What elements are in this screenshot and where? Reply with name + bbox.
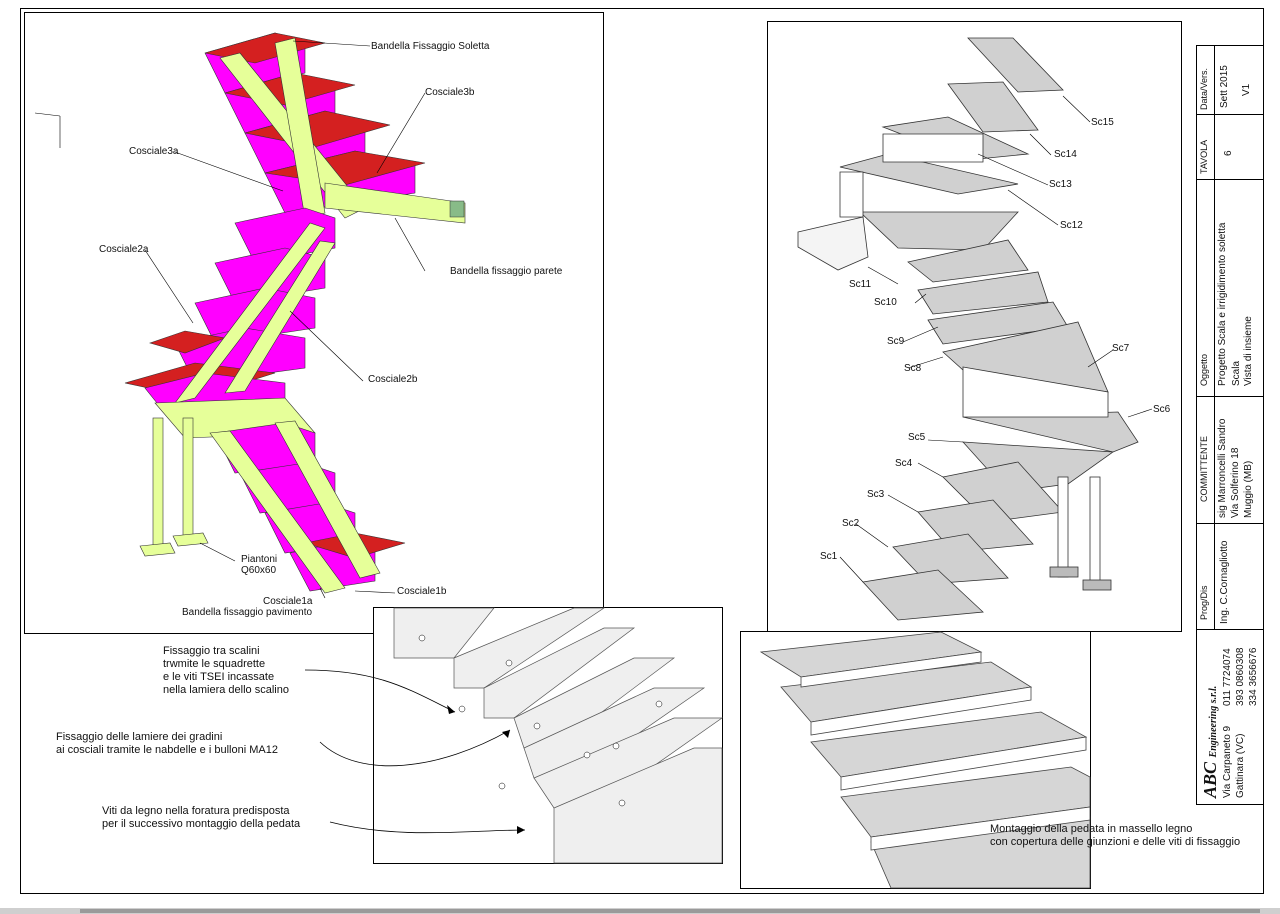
tb-oggetto-line3: Vista di insieme xyxy=(1243,316,1254,386)
tb-phone-1: 011 7724074 xyxy=(1222,648,1233,706)
step-label-sc6: Sc6 xyxy=(1153,404,1171,415)
step-label-sc3: Sc3 xyxy=(867,489,885,500)
left-structure-panel: Bandella Fissaggio Soletta Cosciale3b Co… xyxy=(24,12,604,634)
step-label-sc13: Sc13 xyxy=(1049,179,1072,190)
tb-company-abc: ABC xyxy=(1200,761,1220,798)
label-cosciale3a: Cosciale3a xyxy=(129,146,179,157)
step-label-sc2: Sc2 xyxy=(842,518,860,529)
step-label-sc15: Sc15 xyxy=(1091,117,1114,128)
label-cosciale3b: Cosciale3b xyxy=(425,87,475,98)
bandella-parete-beam xyxy=(324,182,466,224)
post-left xyxy=(1057,476,1069,578)
tb-data-vers-header: Data/Vers. xyxy=(1199,67,1209,110)
tb-version: V1 xyxy=(1241,83,1252,96)
step-label-sc14: Sc14 xyxy=(1054,149,1077,160)
step-label-sc4: Sc4 xyxy=(895,458,913,469)
note-fissaggio-lamiere-line1: Fissaggio delle lamiere dei gradini xyxy=(56,731,223,743)
step-fixing-drawing xyxy=(393,607,724,864)
note-fissaggio-lamiere: Fissaggio delle lamiere dei gradini ai c… xyxy=(56,731,278,757)
label-cosciale1b: Cosciale1b xyxy=(397,586,447,597)
tb-phone-2: 393 0860308 xyxy=(1235,647,1246,706)
note-fissaggio-scalini: Fissaggio tra scalini trwmite le squadre… xyxy=(163,645,289,697)
label-piantoni: Piantoni xyxy=(241,554,278,565)
label-bandella-parete: Bandella fissaggio parete xyxy=(450,266,563,277)
tb-prog: Ing. C.Cornagliotto xyxy=(1219,540,1230,624)
tb-tavola: 6 xyxy=(1223,150,1234,156)
staircase-render xyxy=(797,37,1153,621)
tb-tavola-header: TAVOLA xyxy=(1199,139,1209,174)
tb-address-line2: Gattinara (VC) xyxy=(1235,733,1246,798)
post-right xyxy=(1089,476,1101,588)
label-cosciale2a: Cosciale2a xyxy=(99,244,149,255)
piantone-1 xyxy=(152,417,164,549)
note-fissaggio-scalini-line2: trwmite le squadrette xyxy=(163,658,266,670)
note-fissaggio-lamiere-line2: ai cosciali tramite le nabdelle e i bull… xyxy=(56,744,278,756)
right-staircase-panel: Sc15 Sc14 Sc13 Sc12 Sc11 Sc10 Sc9 Sc8 Sc… xyxy=(767,21,1182,632)
detail-step-fixing-panel xyxy=(373,607,724,864)
pedata-drawing xyxy=(759,631,1091,889)
tb-committente-line2: Via Solferino 18 xyxy=(1230,447,1241,518)
step-label-sc8: Sc8 xyxy=(904,363,922,374)
detail-pedata-panel xyxy=(740,631,1091,889)
cosciale1a-shape xyxy=(209,430,346,594)
tb-oggetto-line2: Scala xyxy=(1231,360,1242,386)
note-fissaggio-scalini-line4: nella lamiera dello scalino xyxy=(163,684,289,696)
step-label-sc1: Sc1 xyxy=(820,551,838,562)
title-block: Data/Vers. Sett 2015 V1 TAVOLA 6 Oggetto… xyxy=(1196,45,1264,805)
step-label-sc11: Sc11 xyxy=(849,279,872,290)
note-fissaggio-scalini-line1: Fissaggio tra scalini xyxy=(163,645,260,657)
bottom-scroll-thumb[interactable] xyxy=(80,909,1260,913)
note-viti-legno-line2: per il successivo montaggio della pedata xyxy=(102,818,301,830)
label-piantoni-size: Q60x60 xyxy=(241,565,277,576)
note-fissaggio-scalini-line3: e le viti TSEI incassate xyxy=(163,671,275,683)
step-label-sc9: Sc9 xyxy=(887,336,905,347)
tb-company-suffix: Engineering s.r.l. xyxy=(1208,685,1219,758)
tb-oggetto-header: Oggetto xyxy=(1199,353,1209,386)
note-montaggio-pedata-line2: con copertura delle giunzioni e delle vi… xyxy=(990,836,1241,848)
tb-committente-line1: sig Marroncelli Sandro xyxy=(1217,418,1228,519)
label-bandella-soletta: Bandella Fissaggio Soletta xyxy=(371,41,490,52)
step-label-sc12: Sc12 xyxy=(1060,220,1083,231)
tb-data: Sett 2015 xyxy=(1219,65,1230,108)
tb-address-line1: Via Carpaneto 9 xyxy=(1222,725,1233,798)
note-montaggio-pedata: Montaggio della pedata in massello legno… xyxy=(990,823,1240,849)
steel-structure-drawing xyxy=(34,32,466,599)
tb-oggetto-line1: Progetto Scala e irrigidimento soletta xyxy=(1217,222,1228,386)
piantone-2 xyxy=(182,417,194,544)
note-montaggio-pedata-line1: Montaggio della pedata in massello legno xyxy=(990,823,1193,835)
tb-committente-line3: Muggio (MB) xyxy=(1243,460,1254,518)
tb-company-name: ABC Engineering s.r.l. xyxy=(1200,686,1221,798)
note-viti-legno: Viti da legno nella foratura predisposta… xyxy=(102,805,300,831)
tb-prog-header: Prog/Dis xyxy=(1199,585,1209,620)
label-cosciale1a: Cosciale1a xyxy=(263,596,313,607)
step-label-sc10: Sc10 xyxy=(874,297,897,308)
note-viti-legno-line1: Viti da legno nella foratura predisposta xyxy=(102,805,290,817)
label-cosciale2b: Cosciale2b xyxy=(368,374,418,385)
step-label-sc5: Sc5 xyxy=(908,432,926,443)
tb-phone-3: 334 3656676 xyxy=(1248,647,1259,706)
wall-bracket xyxy=(797,216,869,271)
cosciale2a-shape xyxy=(174,222,326,404)
label-bandella-pavimento: Bandella fissaggio pavimento xyxy=(182,607,313,618)
tb-committente-header: COMMITTENTE xyxy=(1199,436,1209,502)
step-label-sc7: Sc7 xyxy=(1112,343,1130,354)
